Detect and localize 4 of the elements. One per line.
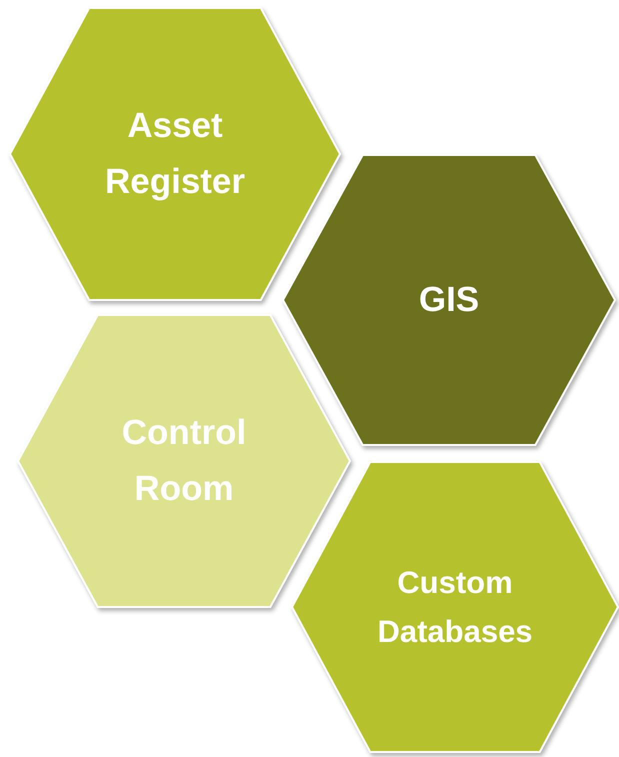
node-label: GIS bbox=[418, 279, 480, 321]
node-label: Control Room bbox=[120, 412, 248, 510]
node-label: Custom Databases bbox=[376, 564, 534, 652]
node-label: Asset Register bbox=[104, 105, 246, 203]
